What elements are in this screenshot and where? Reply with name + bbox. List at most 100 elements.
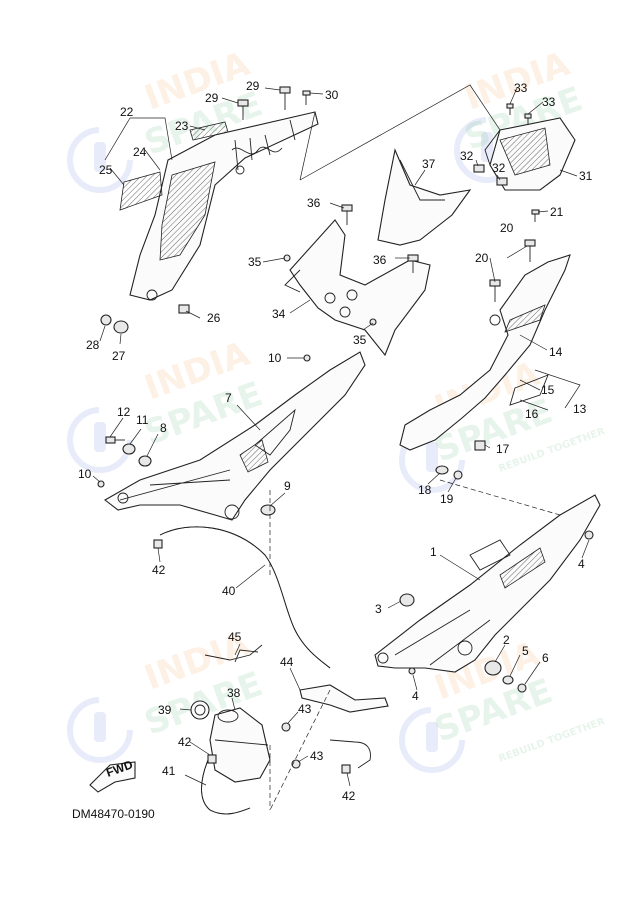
screw-19 bbox=[453, 470, 463, 480]
callout-29: 29 bbox=[205, 91, 219, 105]
screw-21 bbox=[531, 209, 540, 222]
part-tail-cover-31 bbox=[484, 117, 576, 191]
callout-24: 24 bbox=[133, 145, 147, 159]
part-hose-42-right bbox=[329, 739, 371, 769]
callout-labels: 1 2 3 4 4 5 6 7 8 9 10 10 11 12 13 14 15… bbox=[78, 79, 593, 803]
callout-3: 3 bbox=[375, 602, 382, 616]
grommet-11 bbox=[122, 443, 136, 455]
screw-4b bbox=[408, 667, 416, 675]
callout-22: 22 bbox=[120, 105, 134, 119]
nut-26 bbox=[178, 304, 190, 314]
callout-18: 18 bbox=[418, 483, 432, 497]
screw-6 bbox=[517, 683, 527, 693]
callout-33: 33 bbox=[542, 95, 556, 109]
bolt-28 bbox=[100, 314, 112, 326]
callout-31: 31 bbox=[579, 169, 593, 183]
bolt-20b bbox=[489, 279, 501, 302]
grommet-27 bbox=[113, 320, 129, 334]
bolt-43a bbox=[281, 722, 291, 732]
bolt-29b bbox=[279, 86, 291, 110]
grommet-18 bbox=[435, 465, 449, 475]
part-label-sticker-25 bbox=[119, 171, 163, 211]
callout-8: 8 bbox=[160, 421, 167, 435]
part-side-cover-1 bbox=[374, 494, 601, 673]
screw-30 bbox=[302, 90, 311, 105]
callout-4: 4 bbox=[412, 689, 419, 703]
callout-10: 10 bbox=[268, 351, 282, 365]
callout-9: 9 bbox=[284, 479, 291, 493]
part-clamp-45 bbox=[204, 644, 263, 663]
fasteners bbox=[97, 86, 594, 774]
part-ring-39 bbox=[190, 700, 210, 720]
callout-15: 15 bbox=[541, 383, 555, 397]
callout-13: 13 bbox=[573, 402, 587, 416]
callout-19: 19 bbox=[440, 492, 454, 506]
grommet-3 bbox=[399, 593, 415, 607]
callout-21: 21 bbox=[550, 205, 564, 219]
screw-4a bbox=[584, 530, 594, 540]
callout-30: 30 bbox=[325, 88, 339, 102]
callout-10: 10 bbox=[78, 467, 92, 481]
callout-12: 12 bbox=[117, 405, 131, 419]
part-side-cover-right-13 bbox=[399, 254, 571, 451]
callout-36: 36 bbox=[307, 196, 321, 210]
clip-17 bbox=[474, 440, 486, 451]
part-bracket-44 bbox=[299, 684, 389, 713]
leader-lines bbox=[92, 87, 590, 787]
bolt-36a bbox=[341, 204, 353, 225]
callout-14: 14 bbox=[549, 345, 563, 359]
callout-40: 40 bbox=[222, 584, 236, 598]
callout-32: 32 bbox=[460, 149, 474, 163]
callout-16: 16 bbox=[525, 407, 539, 421]
callout-28: 28 bbox=[86, 338, 100, 352]
callout-39: 39 bbox=[158, 703, 172, 717]
grommet-2 bbox=[484, 660, 502, 676]
callout-20: 20 bbox=[500, 221, 514, 235]
callout-44: 44 bbox=[280, 655, 294, 669]
part-hose-41 bbox=[201, 759, 251, 815]
callout-7: 7 bbox=[225, 391, 232, 405]
callout-25: 25 bbox=[99, 163, 113, 177]
part-canister-38 bbox=[209, 707, 271, 783]
callout-35: 35 bbox=[248, 255, 262, 269]
grommet-8 bbox=[138, 455, 152, 467]
watermark-logo bbox=[70, 700, 130, 760]
screw-35b bbox=[369, 318, 377, 326]
callout-29: 29 bbox=[246, 79, 260, 93]
callout-2: 2 bbox=[503, 633, 510, 647]
nut-32b bbox=[496, 177, 508, 186]
assembly-guides bbox=[269, 84, 561, 811]
part-center-cover-34 bbox=[284, 219, 431, 357]
callout-38: 38 bbox=[227, 686, 241, 700]
callout-43: 43 bbox=[310, 749, 324, 763]
fwd-arrow: FWD bbox=[89, 757, 136, 793]
part-label-sticker-23 bbox=[189, 121, 229, 141]
bolt-20a bbox=[524, 239, 536, 262]
part-side-cover-left-7 bbox=[104, 351, 366, 521]
callout-1: 1 bbox=[430, 545, 437, 559]
washer-5 bbox=[502, 675, 514, 685]
callout-17: 17 bbox=[496, 442, 510, 456]
callout-37: 37 bbox=[422, 157, 436, 171]
grommet-9 bbox=[260, 504, 276, 516]
callout-26: 26 bbox=[207, 311, 221, 325]
callout-41: 41 bbox=[162, 764, 176, 778]
nut-32a bbox=[473, 164, 485, 173]
bolt-12 bbox=[105, 436, 125, 444]
diagram-code: DM48470-0190 bbox=[72, 807, 155, 821]
clip-42b bbox=[207, 754, 217, 764]
callout-6: 6 bbox=[542, 651, 549, 665]
screw-10a bbox=[303, 354, 311, 362]
callout-23: 23 bbox=[175, 119, 189, 133]
callout-34: 34 bbox=[272, 307, 286, 321]
callout-11: 11 bbox=[136, 413, 149, 427]
part-front-cowl-37 bbox=[377, 148, 472, 246]
callout-5: 5 bbox=[522, 644, 529, 658]
callout-27: 27 bbox=[112, 349, 126, 363]
screw-10b bbox=[97, 480, 105, 488]
callout-45: 45 bbox=[228, 630, 242, 644]
callout-42: 42 bbox=[178, 735, 192, 749]
clip-42a bbox=[153, 539, 163, 549]
clip-42c bbox=[341, 764, 351, 774]
